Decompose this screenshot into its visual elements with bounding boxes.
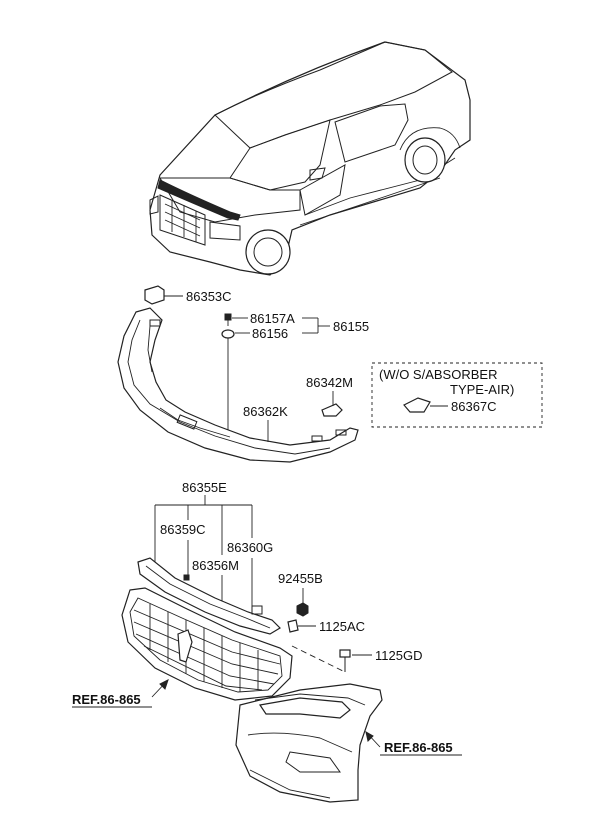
washer-86156-part [221, 329, 250, 432]
clip-1125ac-part [287, 619, 316, 633]
ref-label-right[interactable]: REF.86-865 [384, 740, 453, 755]
callout-1125ac: 1125AC [319, 619, 365, 634]
front-bumper-part [235, 683, 383, 803]
callout-86156: 86156 [252, 326, 288, 341]
callout-86362k: 86362K [243, 404, 288, 419]
note-line-2: TYPE-AIR) [450, 382, 514, 397]
screw-86157a-part [224, 313, 248, 326]
callout-86359c: 86359C [160, 522, 206, 537]
alignment-dash [291, 645, 346, 673]
callout-86360g: 86360G [227, 540, 273, 555]
callout-86157a: 86157A [250, 311, 295, 326]
ref-arrow-left [151, 679, 169, 698]
note-box [371, 362, 543, 428]
under-cover-86362k-part [117, 307, 359, 463]
callout-92455b: 92455B [278, 571, 323, 586]
callout-1125gd: 1125GD [375, 648, 422, 663]
leader-tree-86355e [154, 495, 253, 608]
nut-92455b-part [296, 588, 309, 617]
callout-86355e: 86355E [182, 480, 227, 495]
ref-arrow-right [365, 731, 381, 748]
clip-86353c-part [144, 285, 183, 305]
bolt-1125gd-part [339, 649, 372, 672]
ref-label-left[interactable]: REF.86-865 [72, 692, 141, 707]
callout-86356m: 86356M [192, 558, 239, 573]
callout-86155: 86155 [333, 319, 369, 334]
bracket-86155 [302, 317, 330, 334]
callout-86342m: 86342M [306, 375, 353, 390]
clip-86342m-part [321, 391, 343, 417]
radiator-grille-part [121, 587, 293, 701]
callout-86353c: 86353C [186, 289, 232, 304]
callout-86367c: 86367C [451, 399, 497, 414]
grille-molding-part [137, 557, 281, 635]
note-line-1: (W/O S/ABSORBER [379, 367, 497, 382]
car-illustration [149, 41, 471, 276]
